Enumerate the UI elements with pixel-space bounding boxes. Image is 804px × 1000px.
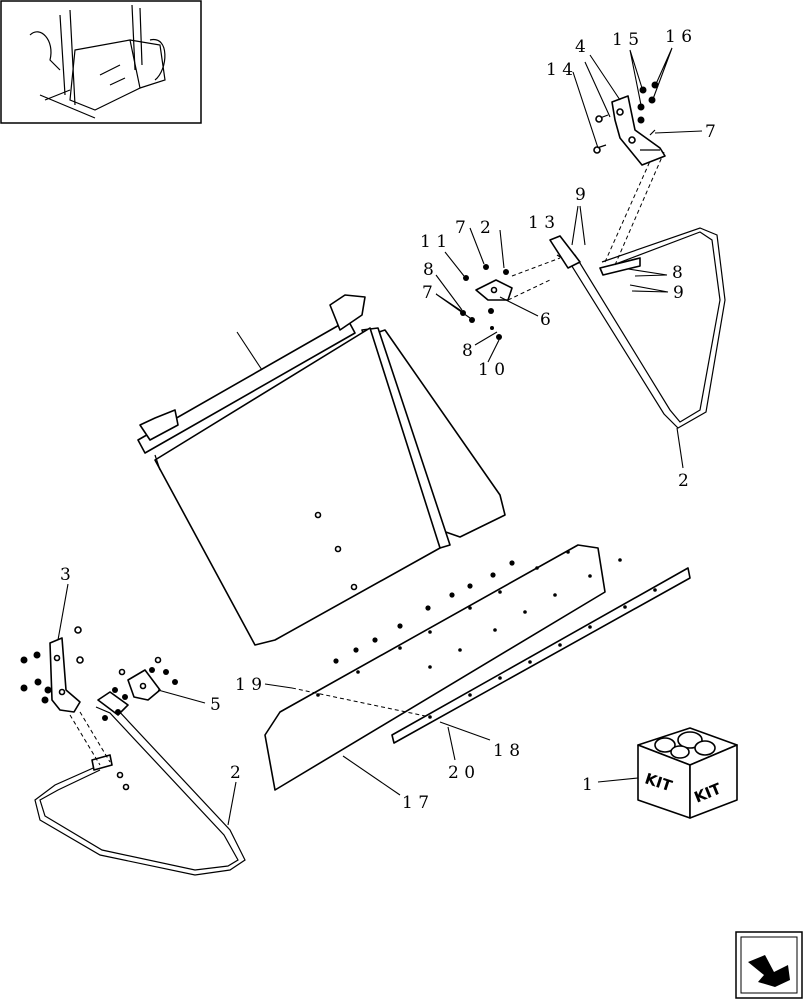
callout-11: 2 <box>480 218 491 238</box>
callout-12: 1 3 <box>528 213 555 233</box>
callout-2b: 2 <box>230 763 241 783</box>
callout-18: 1 9 <box>235 675 262 695</box>
bracket-lower-left <box>20 626 84 713</box>
callout-7c: 7 <box>422 283 433 303</box>
callout-4: 4 <box>575 37 586 57</box>
leader-lines <box>57 47 703 826</box>
tube-frame-lower <box>34 691 246 876</box>
callout-9b: 9 <box>673 283 684 303</box>
callout-6: 6 <box>540 310 551 330</box>
overview-thumbnail <box>0 0 202 124</box>
next-page-arrow-icon[interactable] <box>735 931 803 999</box>
callout-16: 1 7 <box>402 793 429 813</box>
callout-7b: 7 <box>455 218 466 238</box>
callout-1: 1 <box>582 775 593 795</box>
bracket-middle <box>460 257 561 340</box>
callout-8a: 8 <box>423 260 434 280</box>
callout-14: 1 5 <box>612 30 639 50</box>
long-strip-panel <box>264 544 606 791</box>
callout-3: 3 <box>60 565 71 585</box>
callout-8c: 8 <box>462 341 473 361</box>
callout-9c: 1 0 <box>478 360 505 380</box>
callout-10: 1 1 <box>420 232 447 252</box>
callout-2a: 2 <box>678 471 689 491</box>
callout-17: 1 8 <box>493 741 520 761</box>
tube-frame-upper <box>549 149 726 429</box>
callout-5: 5 <box>210 695 221 715</box>
callout-7a: 7 <box>705 122 716 142</box>
strip-bolts <box>291 550 657 719</box>
callout-19: 2 0 <box>448 763 475 783</box>
callout-9a: 9 <box>575 185 586 205</box>
callout-15: 1 6 <box>665 27 692 47</box>
callout-13: 1 4 <box>546 60 573 80</box>
callout-8b: 8 <box>672 263 683 283</box>
kit-box: KIT KIT <box>637 727 738 819</box>
bracket-lower-middle <box>102 656 178 791</box>
narrow-bar <box>391 567 691 744</box>
shield-panel <box>137 294 506 646</box>
callout-labels: 4 1 5 1 6 1 4 7 9 7 2 1 3 1 1 8 7 8 9 6 … <box>60 27 716 813</box>
bracket-upper <box>593 81 666 166</box>
